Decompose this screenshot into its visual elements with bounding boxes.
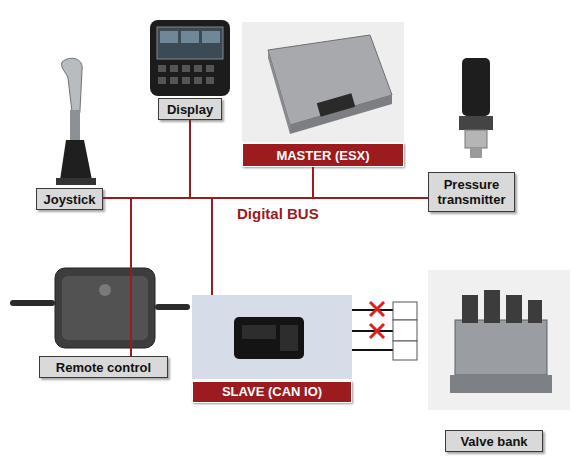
node-text: MASTER (ESX) — [276, 148, 369, 163]
sensor-body — [462, 58, 490, 116]
display-window — [202, 31, 220, 43]
bus-connector — [131, 167, 313, 356]
display-key — [182, 77, 190, 84]
device-label: Display — [158, 98, 222, 120]
slave-module: SLAVE (CAN IO) — [192, 295, 352, 403]
ecu-side — [268, 50, 290, 134]
valve-solenoid — [462, 295, 478, 323]
joystick-image — [56, 58, 96, 185]
node-text: Pressure transmitter — [432, 177, 511, 207]
valve-block — [455, 320, 547, 375]
io-housing — [234, 317, 304, 359]
cross-mark — [370, 302, 384, 316]
display-key — [194, 77, 202, 84]
display-image — [150, 20, 230, 96]
remote-gland — [99, 284, 111, 296]
device-label: Joystick — [36, 188, 103, 210]
node-text: Joystick — [43, 192, 95, 207]
display-key — [182, 65, 190, 72]
master-label: MASTER (ESX) — [242, 143, 404, 167]
node-text: Remote control — [56, 360, 151, 375]
bus-connector — [212, 167, 313, 295]
ecu-housing — [268, 35, 392, 125]
device-label: Valve bank — [445, 430, 543, 452]
bus-line — [103, 197, 428, 199]
display-key — [206, 77, 214, 84]
image-frame — [242, 22, 404, 142]
output-terminal — [393, 320, 417, 341]
valve-solenoid — [484, 290, 500, 323]
valve-solenoid — [506, 295, 522, 323]
joystick-shaft — [70, 110, 80, 140]
cross-mark — [370, 324, 384, 338]
sensor-hex — [459, 116, 493, 130]
joystick-handle — [62, 58, 83, 117]
node-text: Display — [167, 102, 213, 117]
valve-solenoid — [528, 300, 542, 323]
remote-antenna — [10, 300, 55, 306]
display-key — [158, 65, 166, 72]
node-text: SLAVE (CAN IO) — [192, 381, 352, 403]
display-screen — [157, 27, 223, 59]
display-window — [160, 31, 178, 43]
node-text: Valve bank — [460, 434, 527, 449]
remote-control-image — [10, 268, 190, 348]
bus-connector — [190, 120, 313, 198]
output-wires — [352, 302, 417, 360]
io-connector — [280, 325, 298, 351]
output-terminal — [393, 341, 417, 360]
slave-image — [192, 295, 352, 379]
io-connector — [242, 325, 276, 339]
joystick-base — [56, 178, 96, 185]
output-terminal — [393, 302, 417, 320]
sensor-thread — [465, 130, 487, 148]
remote-housing — [55, 268, 155, 348]
device-label: Remote control — [39, 356, 168, 378]
pressure-transmitter-image — [459, 58, 493, 158]
bus-label: Digital BUS — [237, 205, 319, 222]
joystick-boot — [60, 140, 92, 180]
remote-face — [62, 276, 148, 340]
display-key — [206, 65, 214, 72]
display-key — [170, 77, 178, 84]
cross-mark — [370, 324, 384, 338]
display-keys — [158, 65, 214, 84]
output-wire — [352, 330, 393, 332]
device-label: Pressure transmitter — [428, 172, 515, 212]
master-image — [242, 22, 404, 142]
valve-bank-image — [428, 270, 570, 410]
display-housing — [150, 20, 230, 96]
display-key — [194, 65, 202, 72]
cross-marks — [370, 302, 384, 338]
output-wire — [352, 349, 393, 351]
sensor-port — [470, 148, 482, 158]
cross-mark — [370, 302, 384, 316]
display-key — [158, 77, 166, 84]
output-wire — [352, 309, 393, 311]
ecu-connector — [317, 93, 355, 116]
display-key — [170, 65, 178, 72]
module-panel — [192, 295, 352, 379]
image-frame — [428, 270, 570, 410]
bus-connector — [103, 167, 313, 198]
bus-connector — [313, 167, 428, 198]
valve-base — [450, 375, 552, 393]
display-window — [181, 31, 199, 43]
remote-cable — [155, 304, 190, 310]
